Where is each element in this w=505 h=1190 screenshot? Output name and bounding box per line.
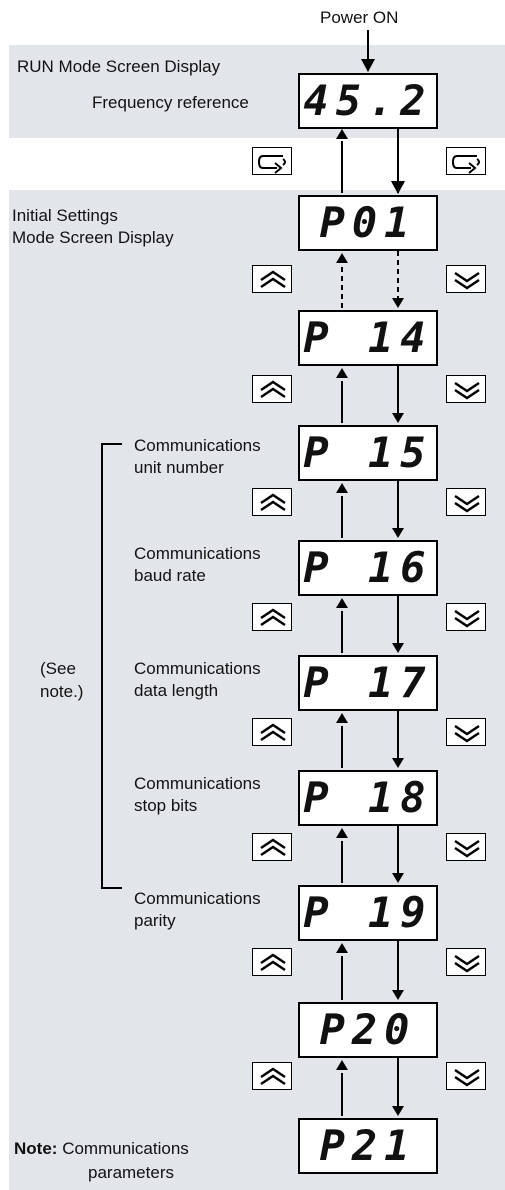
param-label-p15-line1: Communications (134, 436, 261, 455)
communications-bracket (101, 443, 122, 889)
double-down-arrow-key-icon (454, 954, 480, 973)
down-key-2[interactable] (446, 375, 486, 403)
double-down-arrow-key-icon (454, 271, 480, 290)
note-label: Note: (14, 1139, 58, 1158)
double-down-arrow-key-icon (454, 839, 480, 858)
param-display-p20: P20 (298, 1002, 438, 1058)
param-display-p21: P21 (298, 1118, 438, 1174)
param-display-p16: P 16 (298, 540, 438, 596)
initial-settings-title-line1: Initial Settings (12, 206, 118, 225)
down-key-3[interactable] (446, 488, 486, 516)
param-label-p19-line1: Communications (134, 889, 261, 908)
mode-key-left[interactable] (252, 147, 292, 175)
param-label-p16-line2: baud rate (134, 566, 206, 585)
param-display-p14: P 14 (298, 310, 438, 366)
double-down-arrow-key-icon (454, 381, 480, 400)
double-down-arrow-key-icon (454, 1068, 480, 1087)
param-display-p17: P 17 (298, 655, 438, 711)
see-note-line1: (See (40, 659, 76, 678)
double-up-arrow-key-icon (260, 493, 286, 512)
double-up-arrow-key-icon (260, 270, 286, 289)
down-key-7[interactable] (446, 948, 486, 976)
down-key-1[interactable] (446, 265, 486, 293)
double-up-arrow-key-icon (260, 723, 286, 742)
param-label-p18-line2: stop bits (134, 796, 198, 815)
mode-return-key-icon (257, 155, 286, 174)
up-key-7[interactable] (252, 948, 292, 976)
double-down-arrow-key-icon (454, 609, 480, 628)
up-key-3[interactable] (252, 488, 292, 516)
double-up-arrow-key-icon (260, 838, 286, 857)
up-key-8[interactable] (252, 1062, 292, 1090)
down-key-5[interactable] (446, 718, 486, 746)
param-label-p17-line2: data length (134, 681, 219, 700)
param-label-p18-line1: Communications (134, 774, 261, 793)
param-label-p19-line2: parity (134, 911, 176, 930)
down-key-4[interactable] (446, 603, 486, 631)
param-label-p16-line1: Communications (134, 544, 261, 563)
run-mode-display: 45.2 (298, 73, 438, 129)
param-label-p17-line1: Communications (134, 659, 261, 678)
param-display-p19: P 19 (298, 885, 438, 941)
note-text-line1: Communications (62, 1139, 189, 1158)
up-key-1[interactable] (252, 265, 292, 293)
mode-key-right[interactable] (446, 147, 486, 175)
down-key-8[interactable] (446, 1062, 486, 1090)
power-on-label: Power ON (320, 8, 399, 27)
param-display-p01: P01 (298, 195, 438, 251)
double-down-arrow-key-icon (454, 494, 480, 513)
param-display-p18: P 18 (298, 770, 438, 826)
up-key-5[interactable] (252, 718, 292, 746)
note-text-line2: parameters (88, 1163, 174, 1182)
double-down-arrow-key-icon (454, 724, 480, 743)
up-key-6[interactable] (252, 833, 292, 861)
up-key-4[interactable] (252, 603, 292, 631)
double-up-arrow-key-icon (260, 608, 286, 627)
see-note-line2: note.) (40, 682, 84, 701)
frequency-reference-caption: Frequency reference (92, 93, 249, 112)
up-key-2[interactable] (252, 375, 292, 403)
run-mode-title: RUN Mode Screen Display (17, 57, 221, 76)
note-line1: Note: Communications (14, 1138, 189, 1160)
mode-return-key-icon (451, 155, 480, 174)
double-up-arrow-key-icon (260, 380, 286, 399)
param-display-p15: P 15 (298, 425, 438, 481)
down-key-6[interactable] (446, 833, 486, 861)
initial-settings-title-line2: Mode Screen Display (12, 228, 174, 247)
double-up-arrow-key-icon (260, 1067, 286, 1086)
double-up-arrow-key-icon (260, 953, 286, 972)
param-label-p15-line2: unit number (134, 458, 224, 477)
